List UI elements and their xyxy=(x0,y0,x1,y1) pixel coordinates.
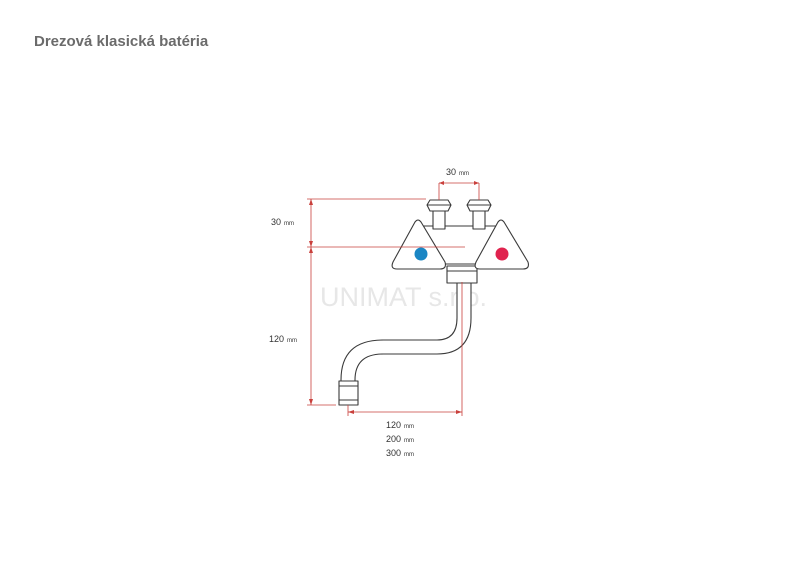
spout-nozzle xyxy=(338,380,359,406)
cold-indicator-icon xyxy=(414,247,428,261)
hot-indicator-icon xyxy=(495,247,509,261)
faucet-drawing xyxy=(338,199,529,406)
right-inlet-pipe xyxy=(472,210,486,230)
cold-handle xyxy=(391,219,446,270)
spout-collar xyxy=(446,265,478,284)
hot-handle xyxy=(474,219,529,270)
left-inlet-pipe xyxy=(432,210,446,230)
dimension-lines xyxy=(307,181,480,416)
page-title: Drezová klasická batéria xyxy=(34,33,209,50)
